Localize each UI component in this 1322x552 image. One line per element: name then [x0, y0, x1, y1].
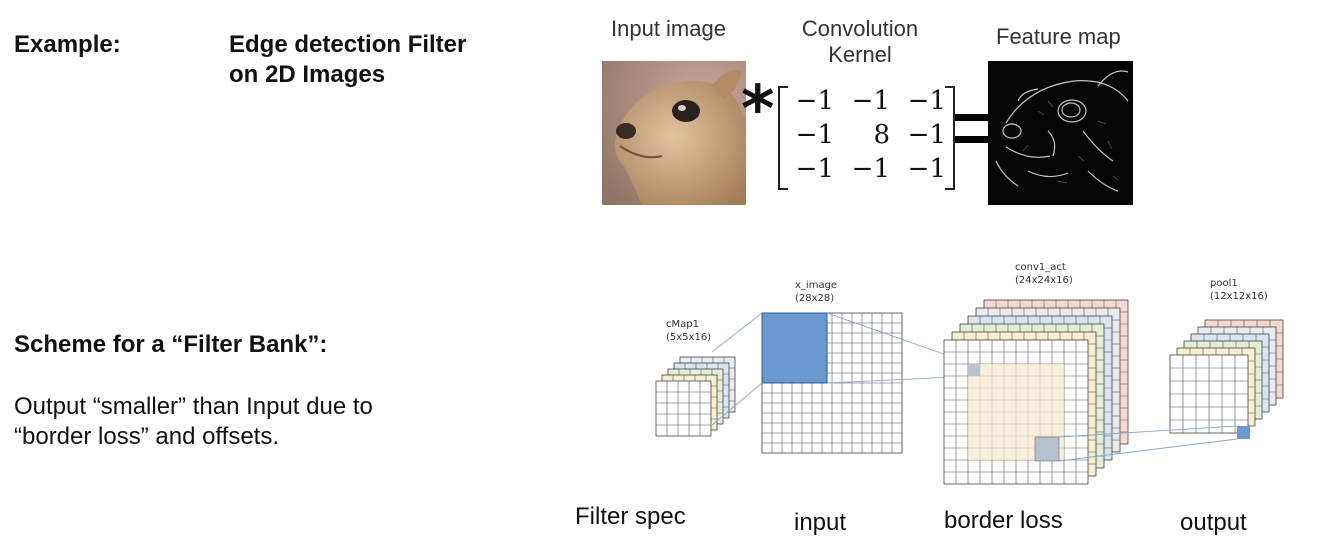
kernel-cell: −1 [851, 154, 890, 184]
cmap-label: cMap1 (5x5x16) [666, 318, 711, 344]
cmap-grid-layer [655, 380, 712, 437]
pool-cell-highlight [1237, 426, 1250, 439]
equals-bar-bottom [955, 136, 993, 143]
kernel-label: Convolution Kernel [790, 16, 930, 68]
connector-line [711, 312, 763, 353]
feature-map-image [988, 61, 1133, 205]
multiply-operator: * [741, 73, 775, 147]
caption-input: input [794, 509, 847, 536]
conv-pool-window [1034, 436, 1060, 462]
kernel-cell: −1 [907, 120, 946, 150]
scheme-title: Scheme for a “Filter Bank”: [14, 331, 328, 358]
scheme-desc-line1: Output “smaller” than Input due to [14, 393, 373, 420]
ximage-name: x_image [795, 280, 838, 291]
ximage-label: x_image (28x28) [795, 279, 837, 305]
conv-label: conv1_act (24x24x16) [1015, 261, 1073, 287]
example-label: Example: [14, 31, 121, 58]
connector-line [1058, 425, 1238, 438]
kernel-cell: 8 [873, 120, 890, 150]
matrix-left-bracket [778, 86, 788, 190]
connector-line [711, 382, 763, 426]
example-title-line2: on 2D Images [229, 61, 386, 88]
conv-cell-highlight [968, 364, 980, 376]
equals-bar-top [955, 114, 993, 121]
input-photo [602, 61, 746, 205]
feature-map-label: Feature map [996, 24, 1121, 49]
kernel-label-line2: Kernel [828, 42, 892, 67]
cmap-name: cMap1 [666, 319, 699, 330]
cmap-dims: (5x5x16) [666, 332, 712, 343]
caption-filter-spec: Filter spec [575, 503, 686, 530]
kernel-matrix: −1 −1 −1 −1 8 −1 −1 −1 −1 [778, 86, 948, 186]
kernel-cell: −1 [795, 86, 834, 116]
matrix-right-bracket [945, 86, 955, 190]
scheme-description: Output “smaller” than Input due to “bord… [14, 392, 373, 452]
conv-name: conv1_act [1015, 262, 1066, 273]
kernel-row: −1 8 −1 [778, 120, 948, 150]
scheme-desc-line2: “border loss” and offsets. [14, 423, 280, 450]
kernel-label-line1: Convolution [801, 16, 919, 41]
kernel-cell: −1 [795, 120, 834, 150]
pool-name: pool1 [1210, 278, 1238, 289]
kernel-cell: −1 [795, 154, 834, 184]
connector-line [1058, 438, 1238, 462]
pool-label: pool1 (12x12x16) [1210, 277, 1268, 303]
kernel-row: −1 −1 −1 [778, 154, 948, 184]
pool-dims: (12x12x16) [1210, 291, 1268, 302]
kernel-row: −1 −1 −1 [778, 86, 948, 116]
kernel-cell: −1 [851, 86, 890, 116]
example-title-line1: Edge detection Filter [229, 31, 467, 58]
caption-border-loss: border loss [944, 507, 1063, 534]
example-title: Edge detection Filter on 2D Images [229, 30, 466, 90]
ximage-dims: (28x28) [795, 293, 835, 304]
input-image-label: Input image [611, 16, 726, 41]
input-receptive-field [761, 312, 828, 384]
conv-dims: (24x24x16) [1015, 275, 1073, 286]
caption-output: output [1180, 509, 1247, 536]
kernel-cell: −1 [907, 154, 946, 184]
kernel-cell: −1 [907, 86, 946, 116]
